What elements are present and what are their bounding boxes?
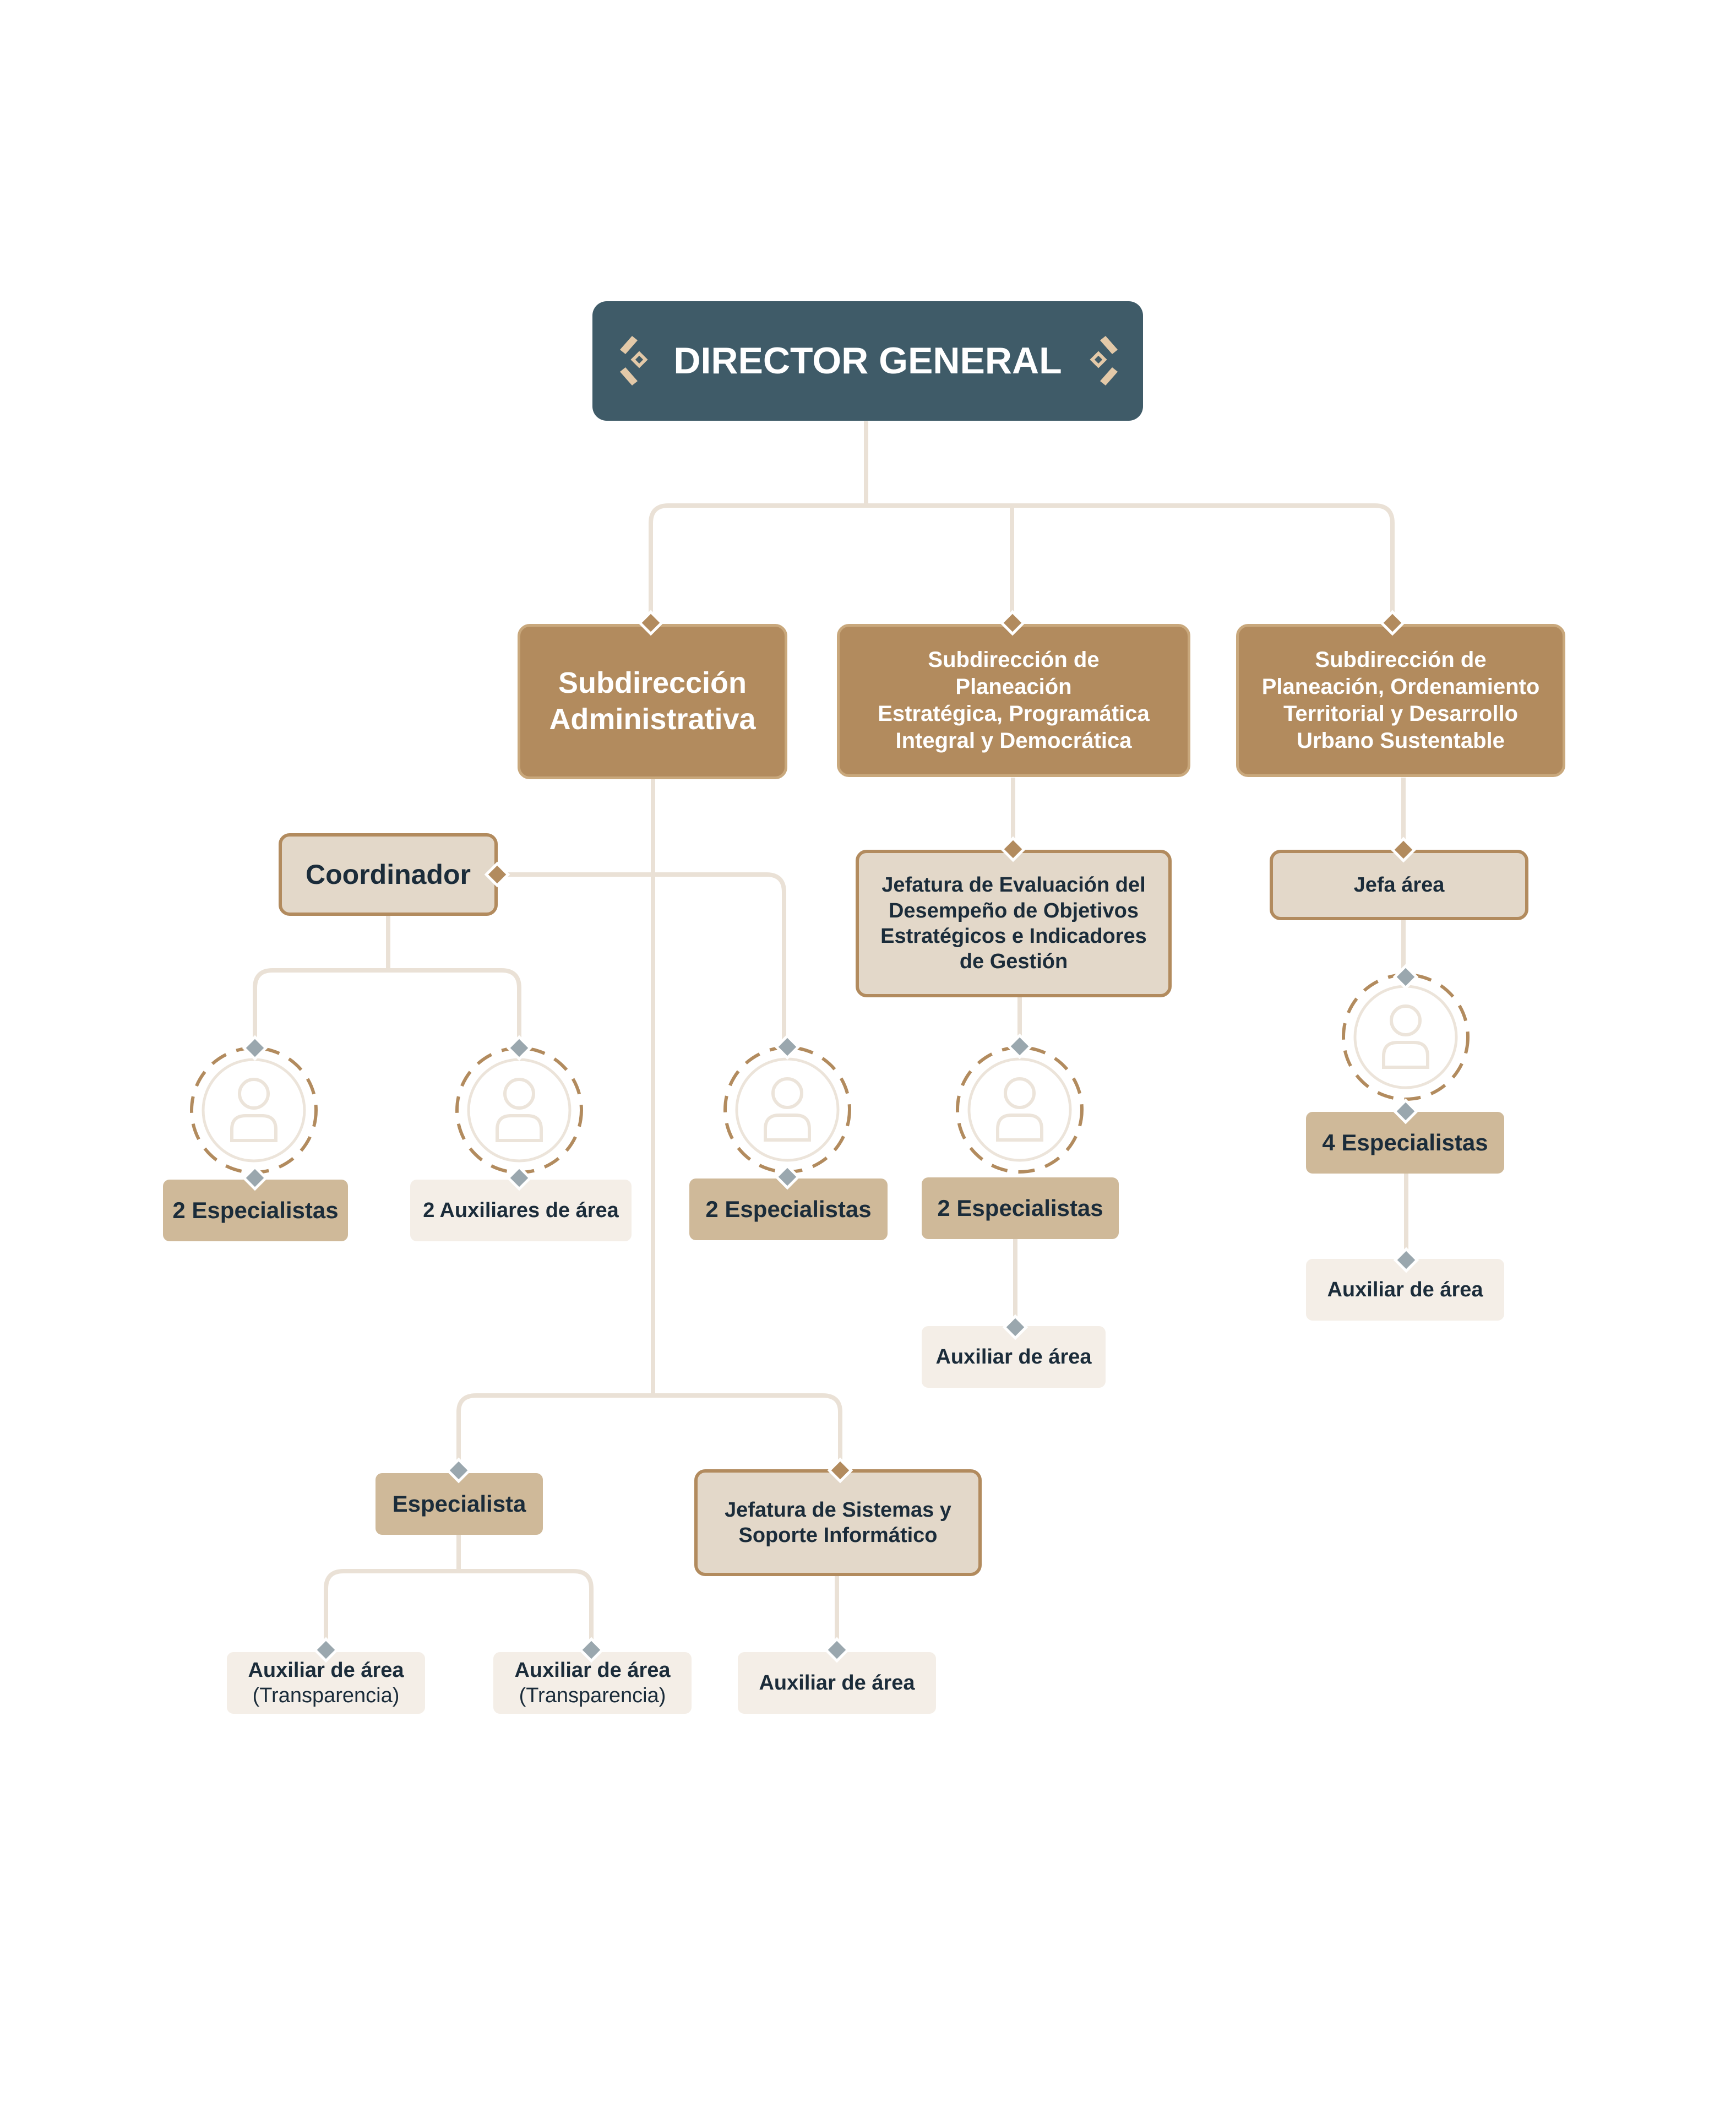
diamond-connector-icon	[242, 1165, 268, 1191]
diamond-connector-icon	[313, 1637, 339, 1663]
subdireccion-planeacion-estrategica-box[interactable]: Subdirección de Planeación Estratégica, …	[837, 624, 1190, 777]
diamond-connector-icon	[1392, 1098, 1419, 1125]
systems-chief-line: Soporte Informático	[738, 1524, 938, 1547]
evaluation-chief-line: Estratégicos e Indicadores	[880, 925, 1147, 948]
area-chief-label: Jefa área	[1353, 873, 1445, 897]
auxiliar-transparencia-box[interactable]: Auxiliar de área (Transparencia)	[493, 1652, 692, 1714]
connector-lines	[253, 421, 1408, 1650]
avatar-rings	[190, 973, 1470, 1174]
subdireccion-administrativa-box[interactable]: Subdirección Administrativa	[518, 624, 787, 779]
assistant-label: Auxiliar de área	[514, 1658, 671, 1682]
chevron-ornament-icon	[620, 336, 648, 385]
diamond-connector-icon	[1390, 837, 1417, 863]
territorial-especialistas-box[interactable]: 4 Especialistas	[1306, 1112, 1504, 1174]
planning-title-line: Integral y Democrática	[895, 728, 1132, 753]
diamond-connector-icon	[638, 610, 664, 636]
assistant-note: (Transparencia)	[519, 1684, 666, 1707]
diamond-connector-icon	[827, 1457, 853, 1484]
diamond-connector-icon	[824, 1637, 850, 1663]
director-title: DIRECTOR GENERAL	[673, 340, 1062, 382]
coordinador-especialistas-box[interactable]: 2 Especialistas	[163, 1180, 348, 1241]
diamond-connector-icon	[242, 1035, 268, 1061]
territorial-title-line: Planeación, Ordenamiento	[1261, 675, 1540, 699]
assistant-label: Auxiliar de área	[935, 1345, 1092, 1368]
territorial-title-line: Territorial y Desarrollo	[1283, 702, 1519, 726]
diamond-connector-icon	[484, 861, 510, 888]
planning-title-line: Estratégica, Programática	[878, 702, 1150, 726]
diamond-connector-icon	[1000, 836, 1026, 862]
territorial-title-line: Subdirección de	[1315, 648, 1487, 672]
planning-title-line: Planeación	[955, 675, 1072, 699]
person-icon	[190, 1046, 318, 1174]
assistant-note: (Transparencia)	[252, 1684, 400, 1707]
diamond-connector-icon	[1002, 1314, 1028, 1340]
evaluation-chief-line: Desempeño de Objetivos	[888, 899, 1139, 922]
planning-title-line: Subdirección de	[928, 648, 1100, 672]
jefatura-evaluacion-box[interactable]: Jefatura de Evaluación del Desempeño de …	[856, 850, 1172, 997]
territorial-title-line: Urbano Sustentable	[1297, 728, 1505, 753]
admin-especialistas-box[interactable]: 2 Especialistas	[689, 1179, 888, 1240]
diamond-connector-icon	[1006, 1033, 1033, 1060]
diamond-connector-icon	[445, 1457, 472, 1484]
coordinator-label: Coordinador	[306, 859, 471, 890]
diamond-connector-icon	[774, 1164, 801, 1190]
diamond-connector-icon	[578, 1637, 605, 1663]
diamond-connector-icon	[1393, 1247, 1419, 1273]
assistants-label: 2 Auxiliares de área	[423, 1198, 619, 1222]
coordinador-auxiliares-box[interactable]: 2 Auxiliares de área	[410, 1180, 632, 1241]
specialists-label: 2 Especialistas	[172, 1197, 339, 1224]
diamond-connector-icon	[774, 1034, 801, 1060]
chevron-ornament-icon	[1090, 336, 1118, 385]
specialists-label: 2 Especialistas	[937, 1195, 1103, 1221]
evaluation-chief-line: de Gestión	[959, 950, 1068, 974]
assistant-label: Auxiliar de área	[759, 1671, 915, 1695]
director-general-box[interactable]: DIRECTOR GENERAL	[592, 301, 1143, 421]
specialist-label: Especialista	[392, 1491, 526, 1517]
evaluation-chief-line: Jefatura de Evaluación del	[881, 873, 1146, 897]
systems-chief-line: Jefatura de Sistemas y	[725, 1498, 951, 1522]
specialists-label: 2 Especialistas	[705, 1196, 872, 1223]
specialists-label: 4 Especialistas	[1322, 1129, 1488, 1156]
especialista-box[interactable]: Especialista	[376, 1473, 543, 1535]
diamond-connector-icon	[1379, 610, 1406, 636]
assistant-label: Auxiliar de área	[1327, 1278, 1483, 1301]
person-icon	[956, 1046, 1084, 1174]
planeacion-especialistas-box[interactable]: 2 Especialistas	[922, 1177, 1119, 1239]
admin-title-line: Subdirección	[558, 666, 747, 700]
subdireccion-planeacion-territorial-box[interactable]: Subdirección de Planeación, Ordenamiento…	[1236, 624, 1565, 777]
diamond-connector-icon	[506, 1035, 532, 1061]
admin-title-line: Administrativa	[549, 703, 756, 736]
diamond-connector-icon	[999, 610, 1026, 636]
diamond-connector-icon	[506, 1165, 532, 1191]
diamond-connector-icon	[1392, 964, 1419, 990]
